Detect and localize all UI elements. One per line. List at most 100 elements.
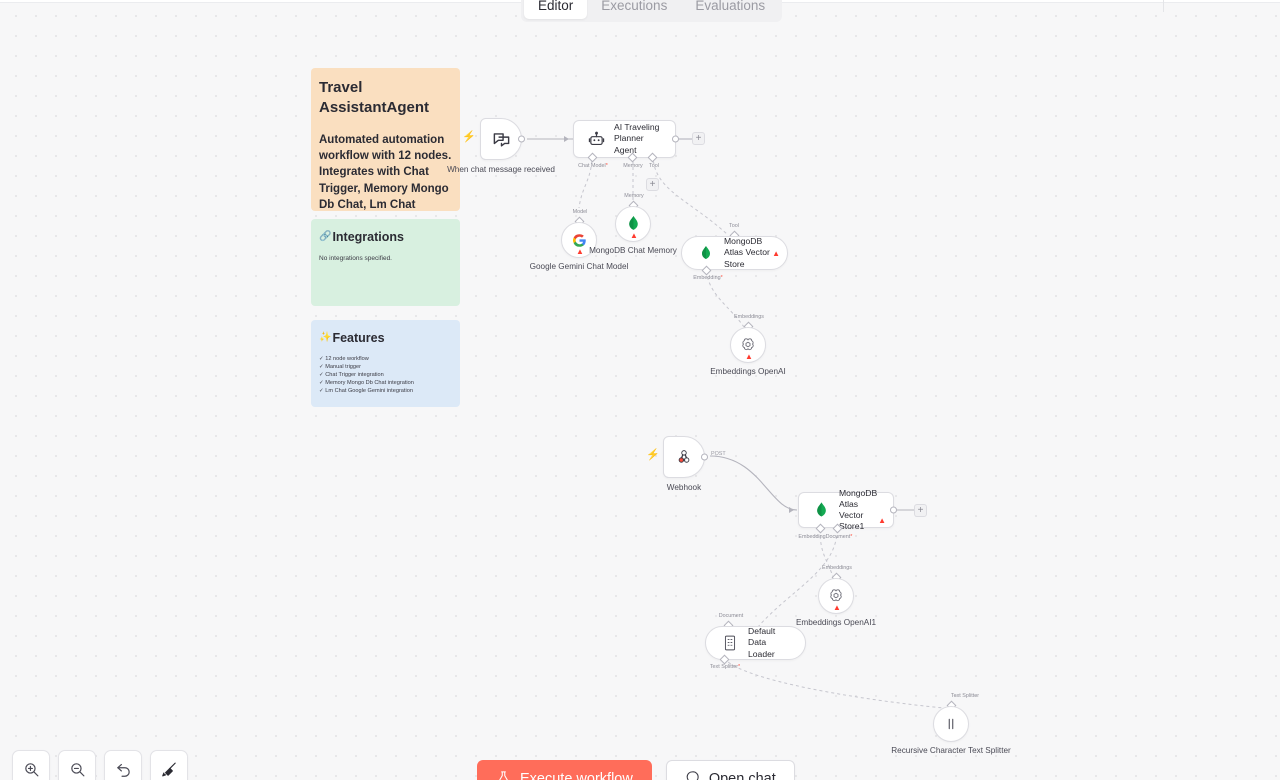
reset-zoom-button[interactable]	[104, 750, 142, 780]
add-node-after-agent-button[interactable]: +	[692, 132, 705, 145]
embeddings-openai-label: Embeddings OpenAI	[710, 367, 786, 376]
list-item: ✓ Chat Trigger integration	[319, 371, 384, 378]
tab-editor[interactable]: Editor	[524, 0, 588, 19]
webhook-icon	[674, 447, 694, 467]
vector-store-box[interactable]: MongoDB Atlas Vector Store ▲	[681, 236, 788, 270]
list-item: ✓ Lm Chat Google Gemini integration	[319, 387, 413, 394]
gemini-box[interactable]: ▲	[561, 222, 597, 258]
mongodb-leaf-icon	[696, 243, 716, 263]
node-mongodb-chat-memory[interactable]: Memory ▲ MongoDB Chat Memory	[589, 193, 677, 255]
embeddings-openai-box[interactable]: ▲	[730, 327, 766, 363]
vector-store-1-title: MongoDB Atlas Vector Store1	[839, 487, 878, 532]
header-divider	[1163, 0, 1164, 12]
tab-evaluations[interactable]: Evaluations	[695, 0, 766, 13]
data-loader-document-label: Document	[718, 613, 744, 619]
zoom-in-button[interactable]	[12, 750, 50, 780]
add-node-after-vector-store-1-button[interactable]: +	[914, 504, 927, 517]
warning-icon: ▲	[630, 231, 638, 240]
vector-store-1-output[interactable]	[890, 506, 897, 514]
sticky-integrations-body: No integrations specified.	[319, 254, 392, 262]
vector-store-1-input[interactable]	[789, 507, 794, 513]
embeddings-port-label: Embeddings	[734, 314, 764, 320]
embeddings-openai-1-box[interactable]: ▲	[818, 578, 854, 614]
tab-executions[interactable]: Executions	[601, 0, 668, 13]
node-ai-agent[interactable]: AI Traveling Planner Agent Chat Model* M…	[564, 120, 679, 191]
openai-icon	[738, 335, 758, 355]
document-icon	[720, 633, 740, 653]
vector-store-1-box[interactable]: MongoDB Atlas Vector Store1 ▲	[789, 488, 897, 531]
ai-agent-title: AI Traveling Planner Agent	[614, 122, 660, 155]
webhook-output[interactable]	[701, 453, 708, 461]
trigger-bolt-icon: ⚡	[646, 449, 660, 461]
vector-store-embedding-label: Embedding*	[693, 275, 723, 281]
sticky-note-features[interactable]: ✨ Features ✓ 12 node workflow ✓ Manual t…	[311, 320, 460, 407]
canvas-zoom-toolbar[interactable]	[12, 750, 188, 780]
node-webhook[interactable]: ⚡ POST Webhook	[646, 436, 726, 492]
sticky-note-integrations[interactable]: 🔗 Integrations No integrations specified…	[311, 219, 460, 306]
ai-agent-input[interactable]	[564, 136, 569, 142]
tidy-up-button[interactable]	[150, 750, 188, 780]
gemini-label: Google Gemini Chat Model	[529, 262, 629, 271]
sticky-note-overview[interactable]: Travel AssistantAgent Automated automati…	[311, 68, 460, 211]
mongodb-leaf-icon	[623, 214, 643, 234]
mongodb-leaf-icon	[811, 500, 831, 520]
chat-trigger-box[interactable]	[480, 118, 525, 160]
features-list: ✓ 12 node workflow ✓ Manual trigger ✓ Ch…	[319, 355, 452, 396]
execute-workflow-button[interactable]: Execute workflow	[477, 760, 652, 780]
sticky-overview-title: Travel AssistantAgent	[319, 79, 430, 116]
sticky-features-title: Features	[332, 331, 385, 345]
port-label-tool: Tool	[649, 163, 659, 169]
vector-store-1-embedding-label: Embedding	[798, 534, 826, 540]
robot-icon	[586, 129, 606, 149]
zoom-out-button[interactable]	[58, 750, 96, 780]
sparkles-icon: ✨	[319, 332, 332, 344]
node-mongodb-atlas-vector-store-1[interactable]: MongoDB Atlas Vector Store1 ▲ Embedding …	[789, 488, 897, 540]
flask-icon	[496, 770, 511, 780]
chat-bubbles-icon	[491, 129, 511, 149]
list-item: ✓ Memory Mongo Db Chat integration	[319, 379, 414, 386]
webhook-box[interactable]	[663, 436, 708, 478]
editor-tabs[interactable]: Editor Executions Evaluations	[521, 0, 783, 22]
ai-agent-box[interactable]: AI Traveling Planner Agent	[564, 120, 679, 158]
node-embeddings-openai-1[interactable]: Embeddings ▲ Embeddings OpenAI1	[796, 565, 876, 627]
openai-icon	[826, 586, 846, 606]
text-splitter-box[interactable]	[933, 706, 969, 742]
mongo-memory-label: MongoDB Chat Memory	[589, 246, 677, 255]
sticky-integrations-title: Integrations	[332, 230, 404, 244]
mongo-memory-box[interactable]: ▲	[615, 206, 651, 242]
warning-icon: ▲	[878, 516, 886, 525]
node-recursive-character-text-splitter[interactable]: Text Splitter Recursive Character Text S…	[891, 693, 1011, 755]
sticky-overview-body: Automated automation workflow with 12 no…	[319, 133, 452, 211]
vector-store-tool-port-label: Tool	[729, 223, 739, 229]
add-tool-button[interactable]: +	[646, 178, 659, 191]
data-loader-box[interactable]: Default Data Loader	[705, 626, 806, 660]
ai-agent-output[interactable]	[672, 135, 679, 143]
link-icon: 🔗	[319, 231, 332, 243]
port-label-memory: Memory	[623, 163, 643, 169]
node-default-data-loader[interactable]: Document Default Data Loader Text Splitt…	[705, 613, 806, 670]
vector-store-1-document-label: Document*	[825, 534, 853, 540]
workflow-action-bar[interactable]: Execute workflow Open chat	[477, 760, 795, 780]
split-bars-icon	[941, 714, 961, 734]
warning-icon: ▲	[833, 603, 841, 612]
node-chat-trigger[interactable]: ⚡ When chat message received	[447, 118, 555, 174]
embeddings-openai-1-label: Embeddings OpenAI1	[795, 618, 877, 627]
vector-store-title: MongoDB Atlas Vector Store	[724, 236, 770, 269]
text-splitter-label: Recursive Character Text Splitter	[891, 746, 1011, 755]
warning-icon: ▲	[772, 249, 780, 258]
embeddings-1-port-label: Embeddings	[822, 565, 852, 571]
gemini-port-label: Model	[572, 209, 588, 215]
port-label-chat-model: Chat Model*	[578, 163, 608, 169]
open-chat-label: Open chat	[708, 771, 776, 780]
webhook-label: Webhook	[666, 483, 702, 492]
chat-icon	[685, 770, 700, 780]
trigger-bolt-icon: ⚡	[462, 131, 476, 143]
node-google-gemini-chat-model[interactable]: Model ▲ Google Gemini Chat Model	[530, 209, 629, 271]
warning-icon: ▲	[576, 247, 584, 256]
node-embeddings-openai[interactable]: Embeddings ▲ Embeddings OpenAI	[710, 314, 786, 376]
node-mongodb-atlas-vector-store[interactable]: Tool MongoDB Atlas Vector Store ▲ Embedd…	[681, 223, 788, 281]
open-chat-button[interactable]: Open chat	[665, 760, 795, 780]
chat-trigger-output[interactable]	[518, 135, 525, 143]
